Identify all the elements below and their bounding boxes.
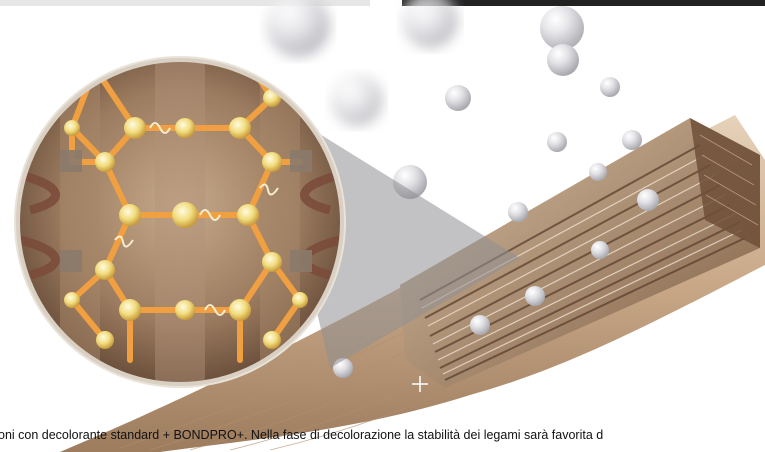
caption-text: oni con decolorante standard + BONDPRO+.… [0, 427, 765, 443]
